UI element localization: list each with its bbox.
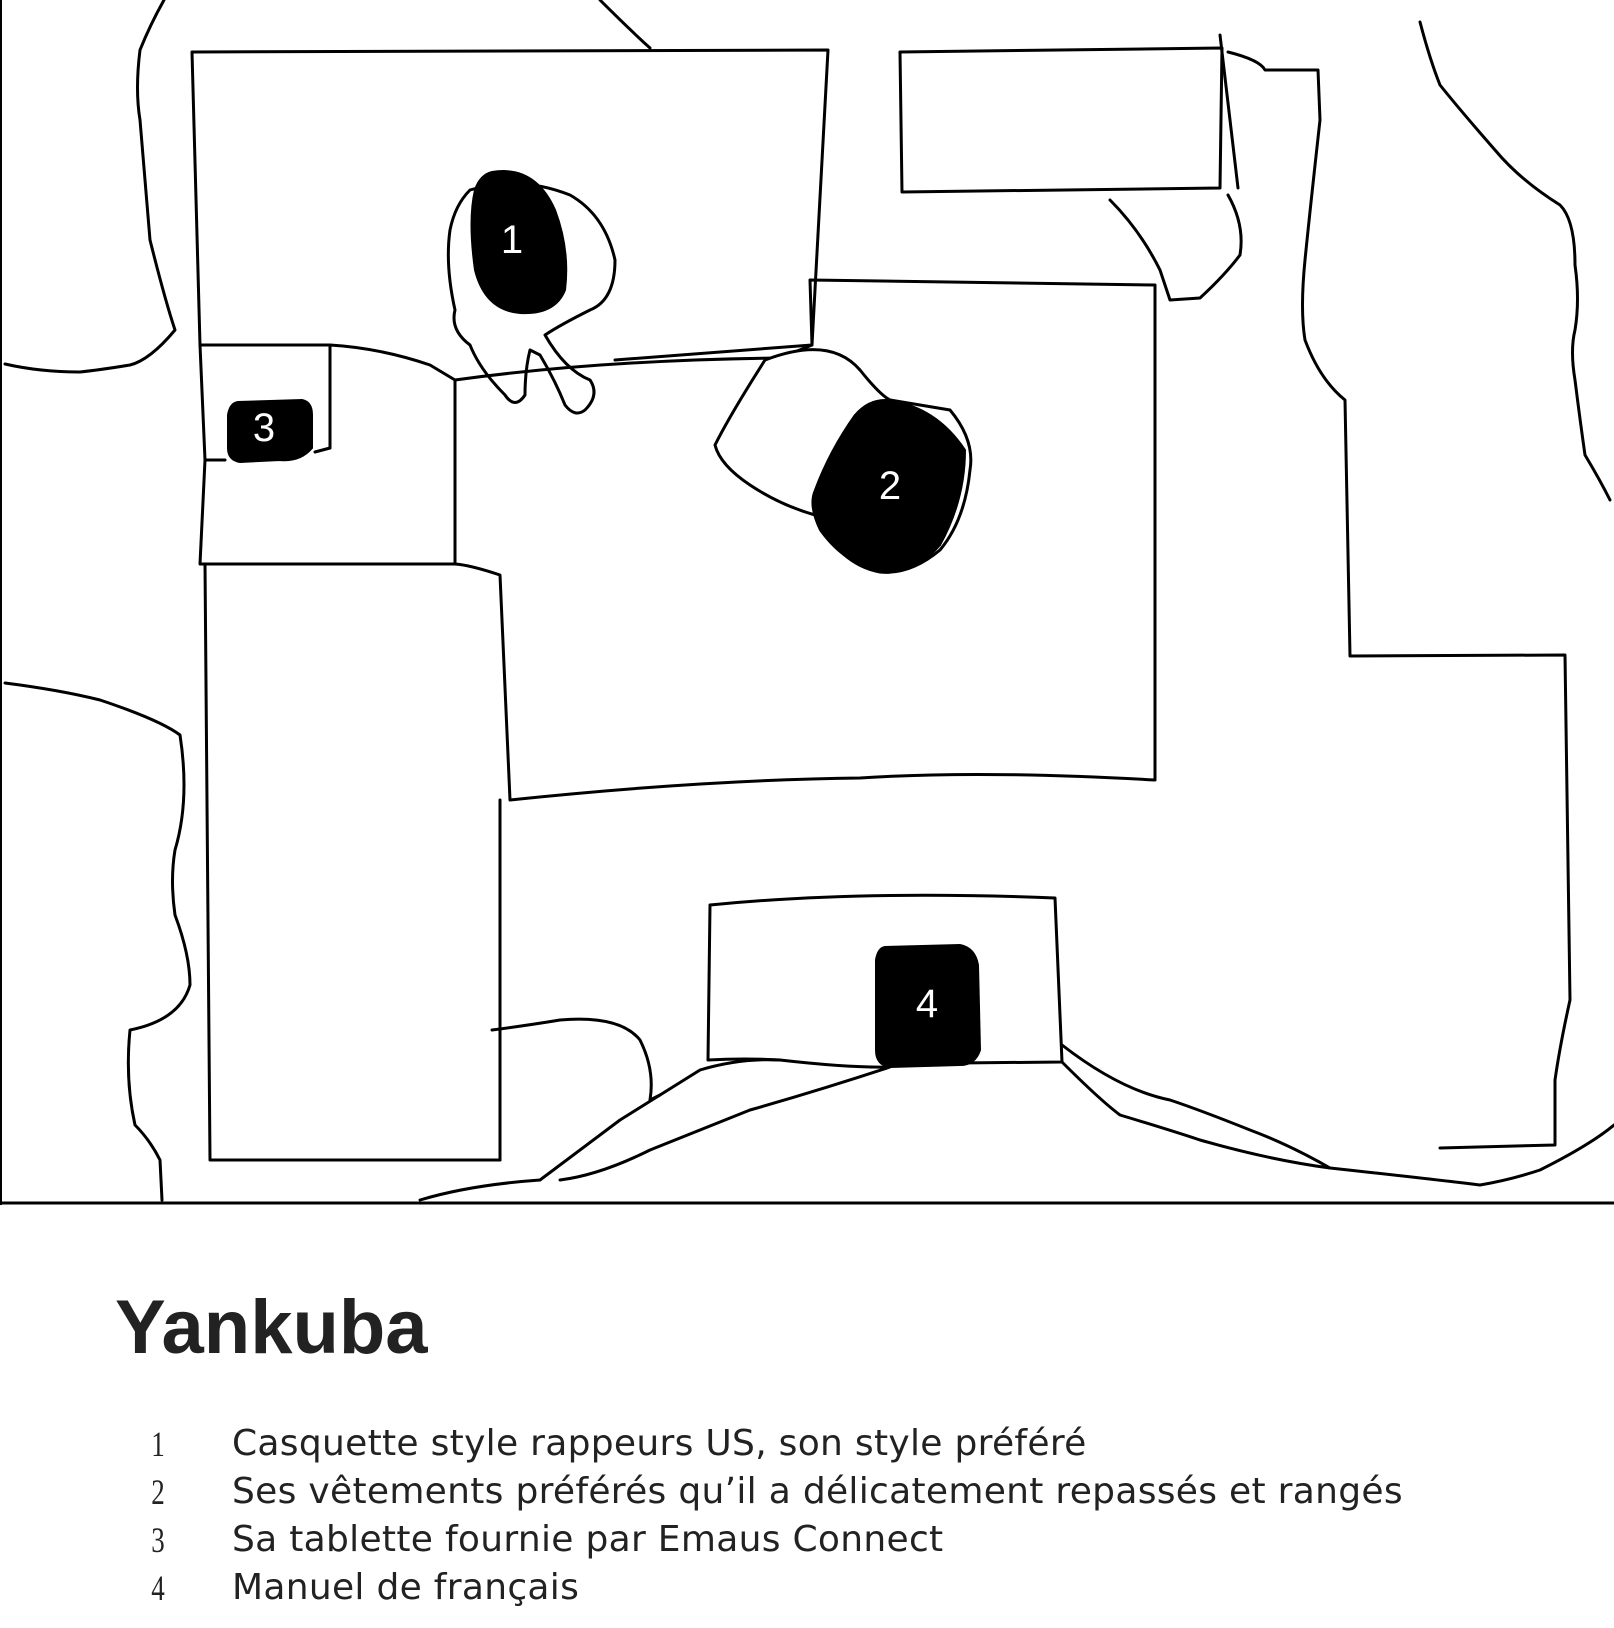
right-outer-curve <box>1418 20 1612 502</box>
legend-item: 4 Manuel de français <box>0 1564 1614 1612</box>
shelf-piece <box>1108 193 1243 302</box>
small-pillow <box>490 1017 662 1102</box>
marker-1-label: 1 <box>501 218 523 262</box>
legend-item: 1 Casquette style rappeurs US, son style… <box>0 1420 1614 1468</box>
marker-3-blob <box>227 398 313 464</box>
marker-4-label: 4 <box>916 982 938 1026</box>
marker-1-blob <box>470 170 568 315</box>
right-lower-curve <box>1328 1123 1614 1187</box>
marker-2-blob <box>811 398 967 572</box>
page-title: Yankuba <box>115 1285 428 1370</box>
legend-list: 1 Casquette style rappeurs US, son style… <box>0 1420 1614 1612</box>
top-left-curve <box>3 0 177 374</box>
mid-left-panel <box>198 343 457 566</box>
marker-2-label: 2 <box>879 464 901 508</box>
bedding-right <box>1060 1043 1332 1170</box>
legend-number: 4 <box>151 1568 165 1608</box>
top-right-frame <box>1218 33 1572 1150</box>
legend-item: 3 Sa tablette fournie par Emaus Connect <box>0 1516 1614 1564</box>
marker-4-blob <box>875 943 982 1069</box>
legend-item: 2 Ses vêtements préférés qu’il a délicat… <box>0 1468 1614 1516</box>
top-arc <box>598 0 652 50</box>
legend-number: 1 <box>151 1424 165 1464</box>
center-panel <box>453 278 1157 802</box>
bedding-curve <box>418 1058 892 1202</box>
left-lower-curve <box>3 681 192 1202</box>
legend-text: Ses vêtements préférés qu’il a délicatem… <box>232 1471 1403 1512</box>
legend-text: Casquette style rappeurs US, son style p… <box>232 1423 1087 1464</box>
legend-text: Sa tablette fournie par Emaus Connect <box>232 1519 944 1560</box>
legend-text: Manuel de français <box>232 1567 580 1608</box>
lower-left-panel <box>203 562 502 1162</box>
legend-number: 3 <box>151 1520 165 1560</box>
top-right-box <box>898 46 1224 194</box>
room-illustration: 1 2 4 3 <box>2 0 1614 1205</box>
marker-3-label: 3 <box>253 406 275 450</box>
legend-number: 2 <box>151 1472 165 1512</box>
left-border <box>0 0 2 1205</box>
